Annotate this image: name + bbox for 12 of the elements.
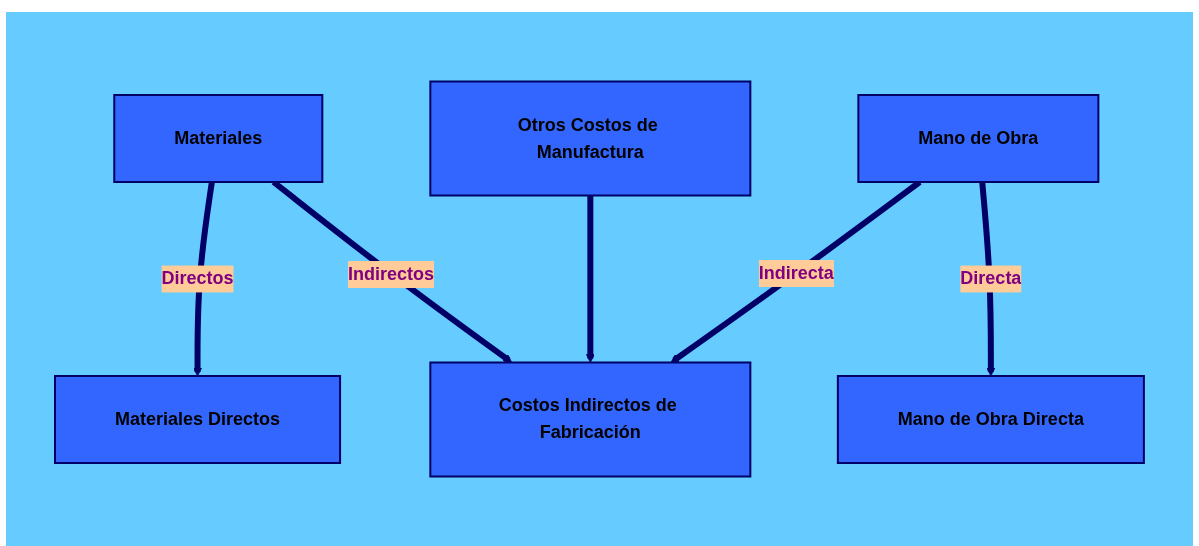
node-box: Mano de Obra bbox=[857, 94, 1100, 183]
edge-label: Indirectos bbox=[348, 263, 435, 284]
node-box: Mano de Obra Directa bbox=[836, 375, 1145, 464]
arrow bbox=[193, 181, 215, 377]
node-box: Costos Indirectos de Fabricación bbox=[429, 361, 752, 478]
edge-label: Indirecta bbox=[758, 263, 834, 284]
node-box: Otros Costos de Manufactura bbox=[429, 80, 752, 197]
node-box: Materiales Directos bbox=[54, 375, 342, 464]
edge-label: Directos bbox=[161, 268, 234, 289]
arrow bbox=[979, 181, 996, 377]
node-box: Materiales bbox=[113, 94, 324, 183]
arrow bbox=[586, 195, 595, 363]
